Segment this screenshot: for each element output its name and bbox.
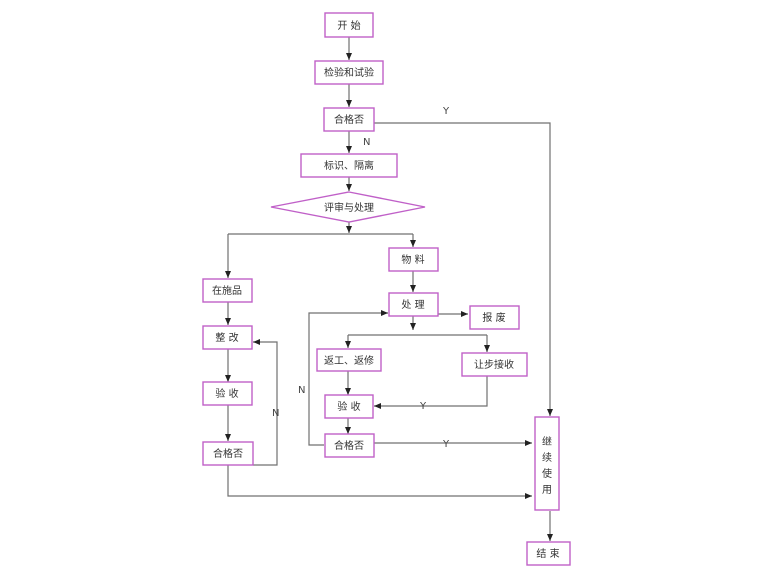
node-accept-mid-label: 验 收: [337, 400, 360, 413]
edge-qualified-left-to-continue: [227, 465, 532, 499]
node-continue-use-char-4: 用: [542, 485, 552, 496]
node-review-decision[interactable]: 评审与处理: [270, 191, 426, 223]
node-rectify-label: 整 改: [215, 331, 238, 344]
node-rectify[interactable]: 整 改: [202, 325, 253, 350]
node-qualified-1-label: 合格否: [334, 113, 364, 126]
node-continue-use-char-1: 继: [542, 435, 552, 448]
node-continue-use[interactable]: 继 续 使 用: [534, 416, 560, 511]
edges: [225, 37, 553, 541]
edge-label-mid-no: N: [298, 385, 305, 396]
node-start-label: 开 始: [337, 19, 360, 32]
node-process[interactable]: 处 理: [388, 292, 439, 317]
node-inspect-test-label: 检验和试验: [324, 66, 374, 79]
node-wip-label: 在施品: [212, 284, 242, 297]
node-wip[interactable]: 在施品: [202, 278, 253, 303]
node-mark-isolate[interactable]: 标识、隔离: [300, 153, 398, 178]
edge-label-concession-yes: Y: [419, 401, 427, 412]
node-qualified-mid[interactable]: 合格否: [324, 433, 375, 458]
edge-label-left-no: N: [272, 408, 279, 419]
node-material-label: 物 料: [401, 253, 424, 266]
node-material[interactable]: 物 料: [388, 247, 439, 272]
node-end[interactable]: 结 束: [526, 541, 571, 566]
node-accept-left[interactable]: 验 收: [202, 381, 253, 406]
node-continue-use-char-3: 使: [542, 467, 552, 480]
node-review-label: 评审与处理: [324, 201, 374, 214]
node-concession[interactable]: 让步接收: [461, 352, 528, 377]
node-process-label: 处 理: [401, 299, 424, 311]
node-scrap[interactable]: 报 废: [469, 305, 520, 330]
node-rework[interactable]: 返工、返修: [316, 348, 382, 372]
node-qualified-mid-label: 合格否: [334, 439, 364, 452]
node-continue-use-char-2: 续: [542, 451, 552, 464]
nodes: 开 始 检验和试验 合格否 标识、隔离 评审与处理 物 料 在施品 整 改: [202, 12, 571, 566]
node-qualified-left[interactable]: 合格否: [202, 441, 254, 466]
edge-label-mid-yes: Y: [442, 439, 450, 450]
edge-label-q1-yes: Y: [442, 106, 450, 117]
edge-qualified-left-no-to-rectify: [253, 339, 278, 466]
node-inspect-test[interactable]: 检验和试验: [314, 60, 384, 85]
node-accept-mid[interactable]: 验 收: [324, 394, 374, 419]
edge-label-q1-no: N: [363, 137, 370, 148]
edge-labels: Y N N N Y Y: [272, 106, 450, 450]
node-qualified-left-label: 合格否: [213, 447, 243, 460]
edge-concession-yes-to-accept: [374, 376, 488, 409]
node-end-label: 结 束: [536, 547, 559, 560]
node-qualified-1[interactable]: 合格否: [323, 107, 375, 132]
node-mark-isolate-label: 标识、隔离: [324, 159, 374, 172]
node-start[interactable]: 开 始: [324, 12, 374, 38]
node-rework-label: 返工、返修: [324, 354, 374, 367]
node-accept-left-label: 验 收: [215, 387, 238, 400]
node-concession-label: 让步接收: [474, 358, 514, 371]
edge-qualified-yes-to-continue: [374, 122, 553, 416]
node-scrap-label: 报 废: [482, 311, 505, 324]
edge-qualified-mid-no-to-process: [308, 310, 388, 446]
